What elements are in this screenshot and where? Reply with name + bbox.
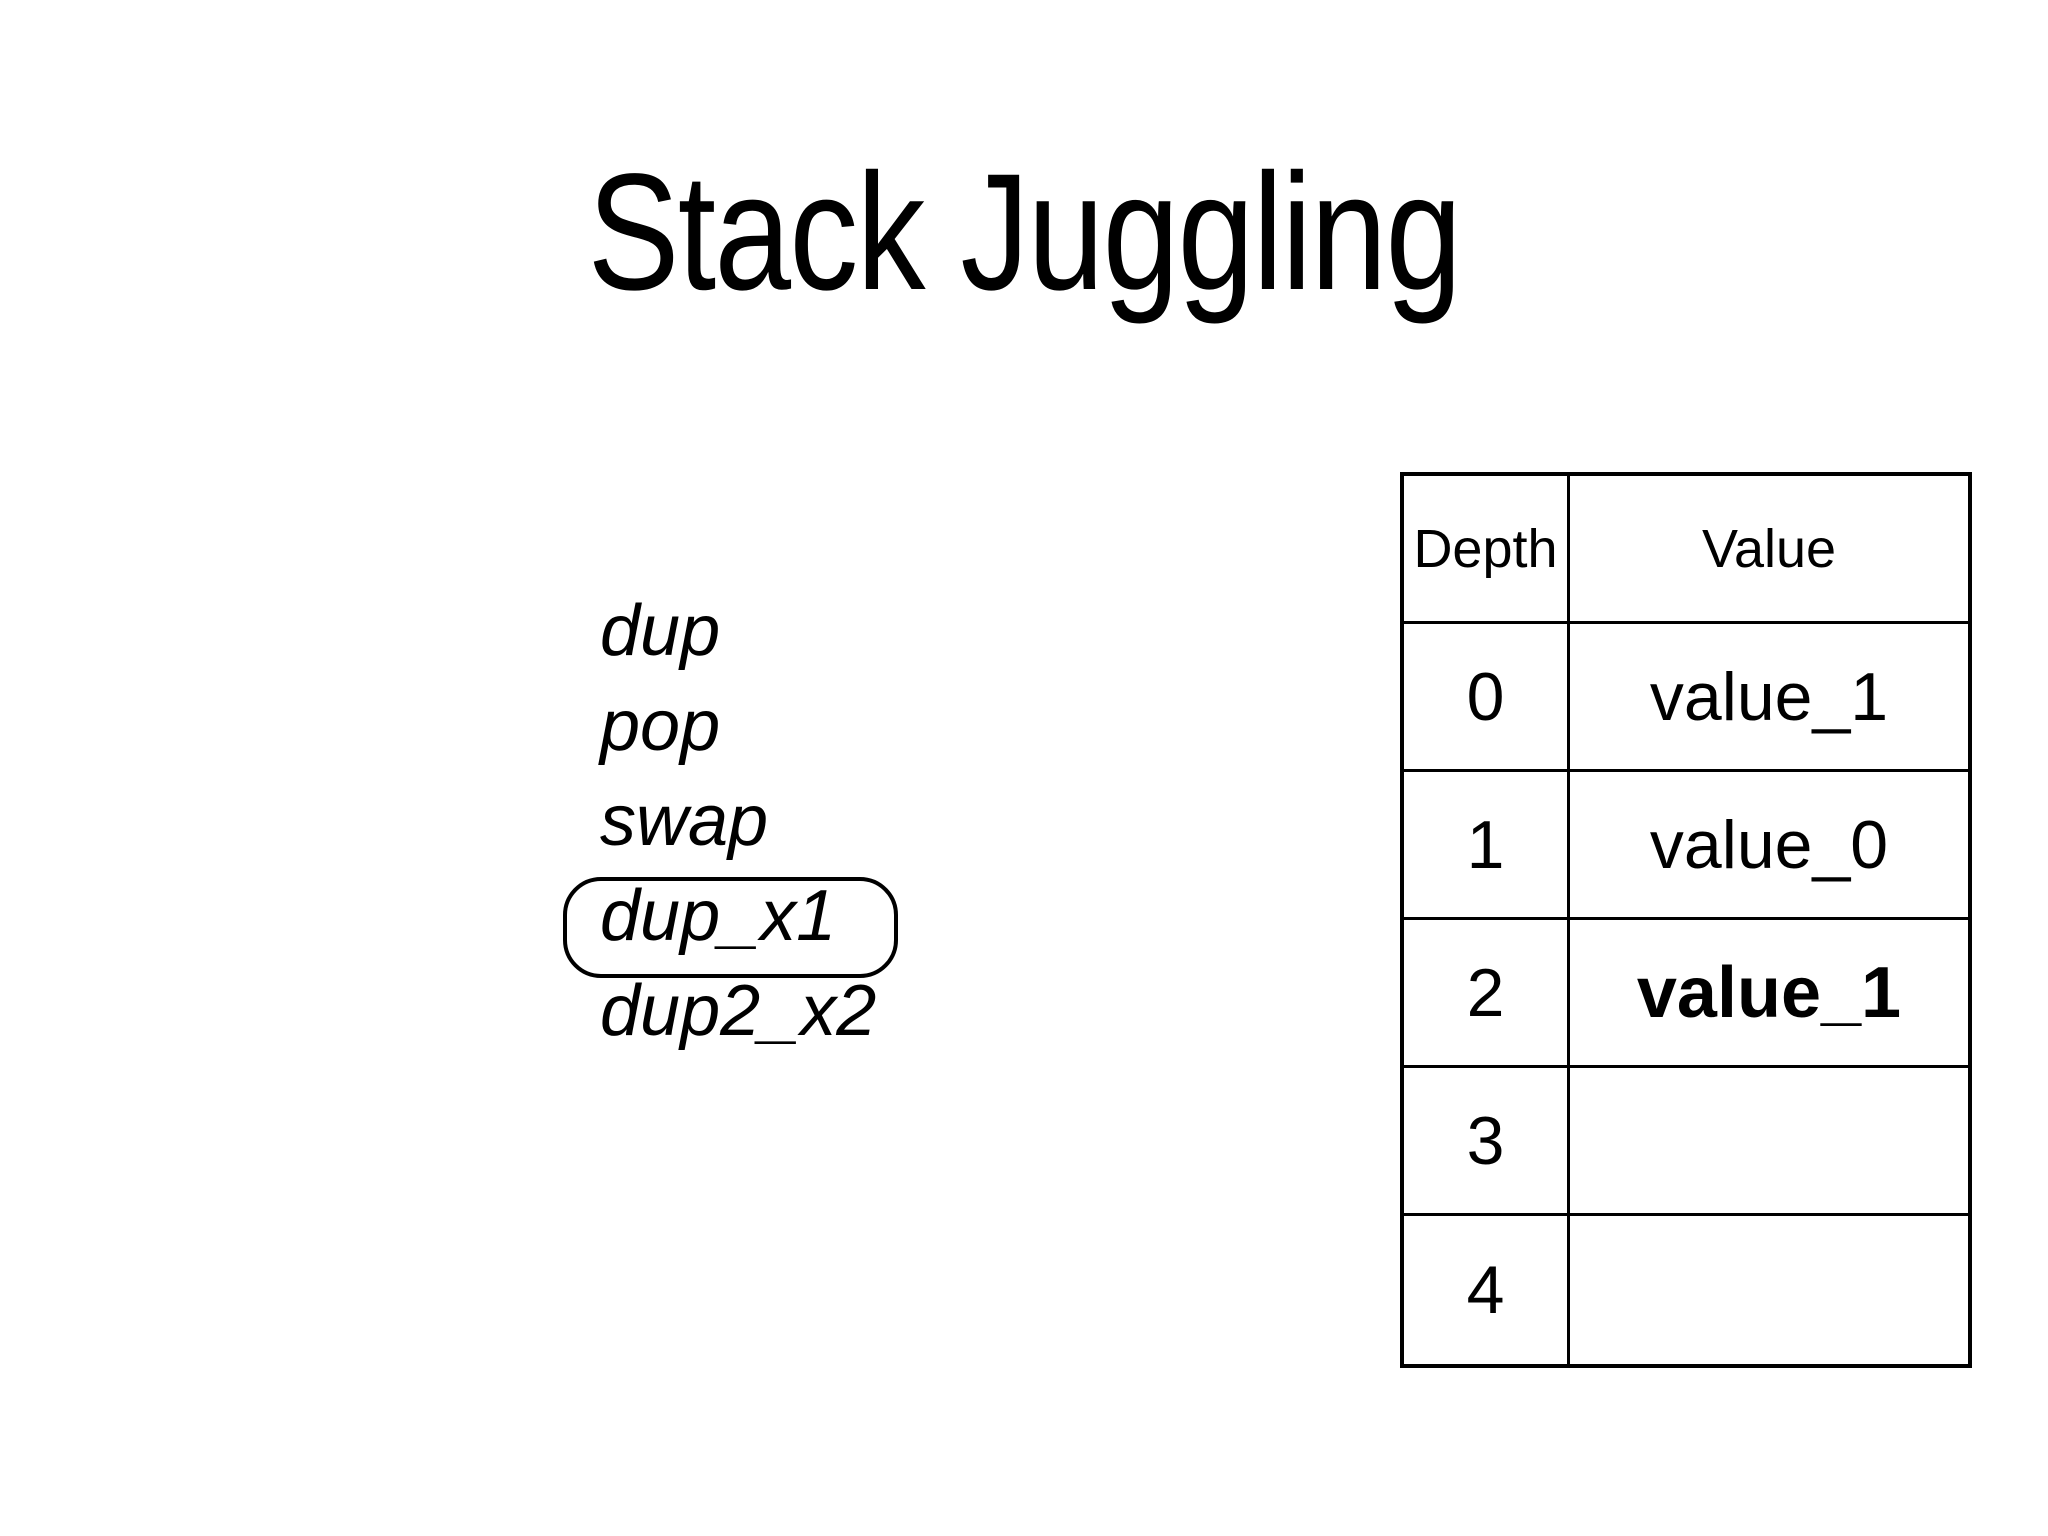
depth-cell-1: 1	[1404, 772, 1570, 920]
instruction-dup-x1: dup_x1	[600, 876, 837, 956]
highlight-ring	[563, 877, 898, 978]
depth-cell-4: 4	[1404, 1216, 1570, 1364]
column-header-depth: Depth	[1404, 476, 1570, 624]
instruction-dup: dup	[600, 591, 721, 671]
slide-title: Stack Juggling	[587, 140, 1463, 325]
value-cell-1: value_0	[1570, 772, 1968, 920]
depth-cell-3: 3	[1404, 1068, 1570, 1216]
instruction-swap: swap	[600, 781, 769, 861]
value-cell-3	[1570, 1068, 1968, 1216]
value-cell-4	[1570, 1216, 1968, 1364]
depth-cell-0: 0	[1404, 624, 1570, 772]
column-header-value: Value	[1570, 476, 1968, 624]
value-cell-0: value_1	[1570, 624, 1968, 772]
stack-table: Depth Value 0 value_1 1 value_0 2 value_…	[1400, 472, 1972, 1368]
instruction-dup2-x2: dup2_x2	[600, 971, 877, 1051]
value-cell-2: value_1	[1570, 920, 1968, 1068]
depth-cell-2: 2	[1404, 920, 1570, 1068]
instruction-pop: pop	[600, 686, 721, 766]
